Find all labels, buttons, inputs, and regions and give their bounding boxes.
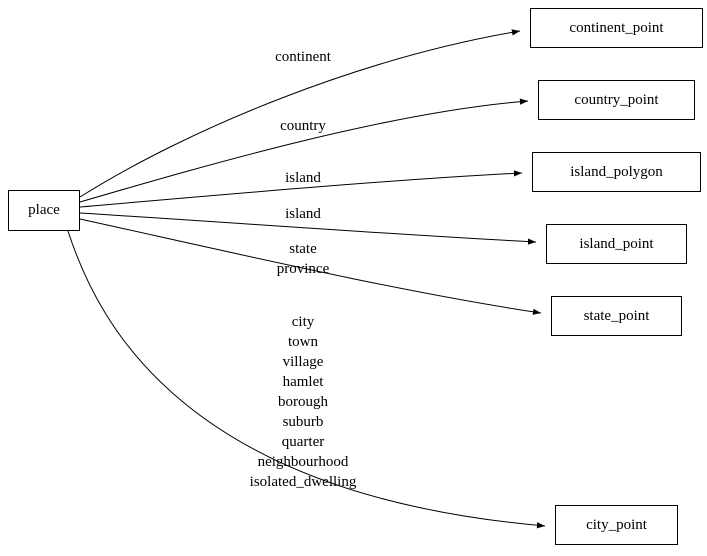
node-island_polygon-label: island_polygon bbox=[570, 163, 663, 180]
node-place: place bbox=[8, 190, 80, 231]
node-city_point: city_point bbox=[555, 505, 678, 545]
edge-label-line: hamlet bbox=[282, 374, 324, 390]
node-place-label: place bbox=[28, 202, 60, 218]
node-city_point-label: city_point bbox=[586, 516, 647, 533]
node-country_point-label: country_point bbox=[574, 91, 659, 108]
edge-place-city_point bbox=[67, 230, 546, 529]
node-island_point: island_point bbox=[546, 224, 687, 264]
edge-place-country_point bbox=[79, 98, 529, 203]
edge-place-island_point bbox=[79, 212, 537, 245]
node-island_point-label: island_point bbox=[579, 235, 654, 252]
edge-label-line: island bbox=[285, 206, 321, 222]
edge-label-line: isolated_dwelling bbox=[249, 474, 357, 490]
edge-label-line: province bbox=[276, 261, 330, 277]
node-island_polygon: island_polygon bbox=[532, 152, 701, 192]
edge-label-island-polygon: island bbox=[285, 168, 321, 188]
edge-label-city-types: city town village hamlet borough suburb … bbox=[250, 312, 357, 492]
edge-label-country: country bbox=[280, 116, 326, 136]
edge-label-line: town bbox=[288, 334, 318, 350]
edge-place-continent_point bbox=[79, 29, 521, 198]
edge-label-line: city bbox=[291, 314, 315, 330]
edge-label-line: island bbox=[285, 170, 321, 186]
edge-label-line: borough bbox=[278, 394, 328, 410]
edge-label-line: quarter bbox=[281, 434, 325, 450]
edge-label-line: neighbourhood bbox=[257, 454, 349, 470]
edge-label-line: suburb bbox=[282, 414, 324, 430]
edge-label-island-point: island bbox=[285, 204, 321, 224]
node-state_point: state_point bbox=[551, 296, 682, 336]
node-country_point: country_point bbox=[538, 80, 695, 120]
edge-label-continent: continent bbox=[275, 47, 331, 67]
node-continent_point: continent_point bbox=[530, 8, 703, 48]
edge-label-line: continent bbox=[275, 49, 331, 65]
edge-place-state_point bbox=[79, 218, 542, 315]
edge-label-state-province: state province bbox=[277, 239, 329, 279]
edge-label-line: country bbox=[280, 118, 326, 134]
edge-label-line: village bbox=[282, 354, 324, 370]
node-state_point-label: state_point bbox=[583, 307, 650, 324]
edge-place-island_polygon bbox=[79, 170, 523, 208]
node-continent_point-label: continent_point bbox=[569, 19, 664, 36]
edge-label-line: state bbox=[289, 241, 317, 257]
